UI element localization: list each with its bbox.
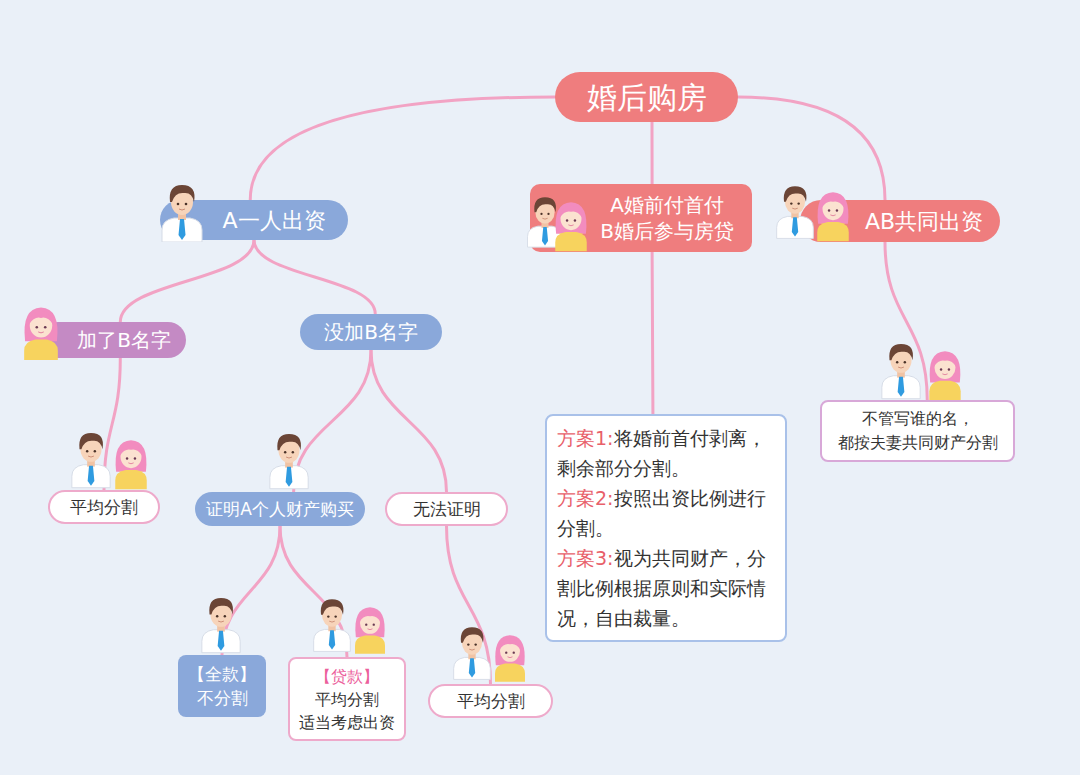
text-line: 方案3:视为共同财产，分割比例根据原则和实际情况，自由裁量。 [557,543,775,633]
female-avatar [495,635,525,682]
branch-connector [650,122,653,184]
male-avatar [162,185,202,242]
male-avatar [528,197,563,247]
node-text: 不管写谁的名， 都按夫妻共同财产分割 [828,407,1007,455]
result-box: 【贷款】平均分割 适当考虑出资 [288,657,406,741]
node-text: 无法证明 [413,498,481,520]
node-text: 方案1: [557,427,614,449]
male-avatar [882,344,920,399]
female-avatar [929,351,960,400]
node-text: 平均分割 [457,690,525,712]
branch-box: A婚前付首付 B婚后参与房贷 [530,184,752,252]
branch-connector [651,252,655,414]
branch-connector [254,240,375,314]
branch-connector [222,526,280,655]
branch-connector [250,97,555,200]
branch-connector [371,350,447,492]
female-avatar [115,440,147,489]
node-text: A一人出资 [222,206,325,235]
node-text: A婚前付首付 B婚后参与房贷 [582,192,752,244]
result-box: 不管写谁的名， 都按夫妻共同财产分割 [820,400,1015,462]
node-text: AB共同出资 [865,207,983,236]
male-avatar [202,598,240,653]
result-box: 【全款】不分割 [178,655,266,717]
branch-connector [885,242,927,400]
female-avatar [555,202,587,251]
node-text: 证明A个人财产购买 [206,498,354,520]
branch-pill: AB共同出资 [800,200,1000,242]
branch-connector [738,97,885,200]
condition-pill: 没加B名字 [300,314,442,350]
root-pill: 婚后购房 [555,72,738,122]
node-text: 加了B名字 [77,327,171,353]
branch-connector [120,240,254,322]
node-text: 不分割 [197,686,248,710]
node-text: 【全款】 [188,662,256,686]
node-text: 没加B名字 [324,319,418,345]
branch-connector [104,358,120,490]
node-text: 【贷款】 [315,665,379,688]
male-avatar [314,599,351,651]
male-avatar [454,627,491,679]
female-avatar [24,308,58,360]
result-pill: 平均分割 [428,684,553,718]
text-line: 方案2:按照出资比例进行分割。 [557,483,775,543]
female-avatar [817,192,849,241]
node-text: 平均分割 适当考虑出资 [294,688,400,734]
node-text: 方案3: [557,547,614,569]
male-avatar [72,433,110,488]
female-avatar [355,607,385,654]
node-text: 平均分割 [70,496,138,518]
branch-connector [280,526,347,657]
text-line: 方案1:将婚前首付剥离，剩余部分分割。 [557,423,775,483]
node-text: 婚后购房 [587,78,707,117]
branch-connector [294,350,371,492]
node-text: 方案2: [557,487,614,509]
condition-pill: 加了B名字 [40,322,186,358]
plan-box: 方案1:将婚前首付剥离，剩余部分分割。方案2:按照出资比例进行分割。方案3:视为… [545,414,787,642]
condition-pill: 无法证明 [385,492,508,526]
branch-connector [447,526,491,684]
result-pill: 平均分割 [48,490,160,524]
condition-pill: 证明A个人财产购买 [195,492,365,526]
male-avatar [270,434,308,489]
branch-pill: A一人出资 [160,200,348,240]
male-avatar [777,186,814,238]
